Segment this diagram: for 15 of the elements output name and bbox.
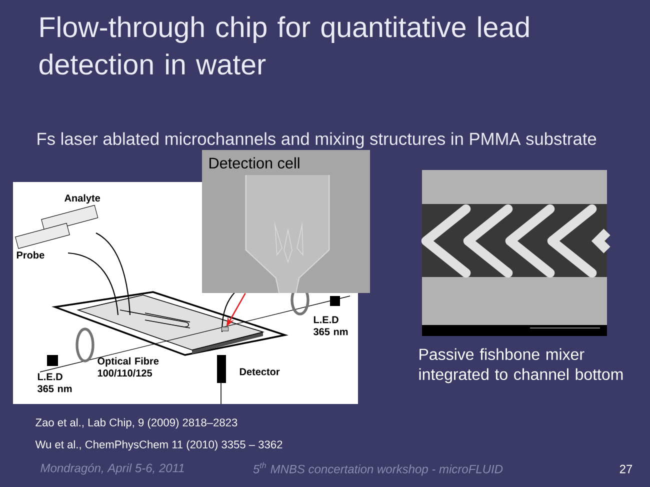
part-label: Analyte — [64, 194, 100, 204]
part-label: Detector — [240, 368, 280, 376]
photo-caption: Detection cell — [210, 157, 300, 169]
reference: Zao et al., Lab Chip, 9 (2009) 2818–2823 — [36, 418, 238, 429]
part-label: Optical Fibre 100/110/125 — [98, 357, 159, 377]
footer-text: 5$^{th}$ MNBS concertation workshop - microFLUID — [253, 462, 503, 476]
page-number: 27 — [620, 464, 632, 474]
detection-spot — [221, 326, 229, 332]
part-label: L.E.D 365 nm — [314, 316, 348, 336]
photo-caption: Passive fishbone mixer integrated to channel bottom — [419, 348, 623, 384]
part-label: Probe — [16, 251, 44, 259]
footer-text: Mondragón, April 5-6, 2011 — [40, 463, 184, 475]
reference: Wu et al., ChemPhysChem 11 (2010) 3355 – 3362 — [35, 440, 282, 451]
part-label: L.E.D 365 nm — [38, 373, 72, 392]
slide-title: Flow-through chip for quantitative lead detection in water — [39, 16, 529, 75]
